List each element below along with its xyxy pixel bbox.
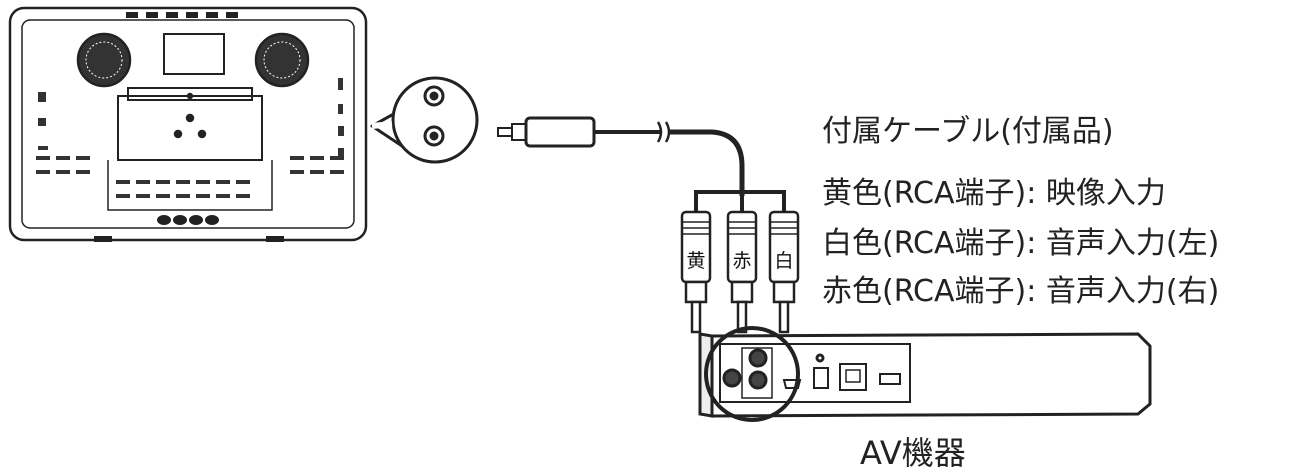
spec-white: 白色(RCA端子): 音声入力(左) — [822, 226, 1220, 261]
av-device — [698, 332, 1152, 418]
av-device-label: AV機器 — [860, 434, 966, 472]
rca-plug-white — [768, 210, 800, 334]
speaker-right — [254, 32, 310, 88]
speaker-left — [76, 32, 132, 88]
monitor-rear-view — [8, 6, 368, 242]
plug-label-red: 赤 — [732, 250, 752, 272]
av-cable — [497, 116, 786, 214]
spec-yellow: 黄色(RCA端子): 映像入力 — [822, 176, 1166, 211]
plug-label-yellow: 黄 — [686, 250, 706, 272]
rca-plug-red — [726, 210, 758, 334]
spec-red: 赤色(RCA端子): 音声入力(右) — [822, 274, 1220, 309]
rca-plug-yellow — [680, 210, 712, 334]
av-input-jack-callout — [370, 76, 479, 164]
cable-title: 付属ケーブル(付属品) — [822, 114, 1114, 149]
highlight-circle — [704, 326, 800, 422]
plug-label-white: 白 — [774, 250, 794, 272]
